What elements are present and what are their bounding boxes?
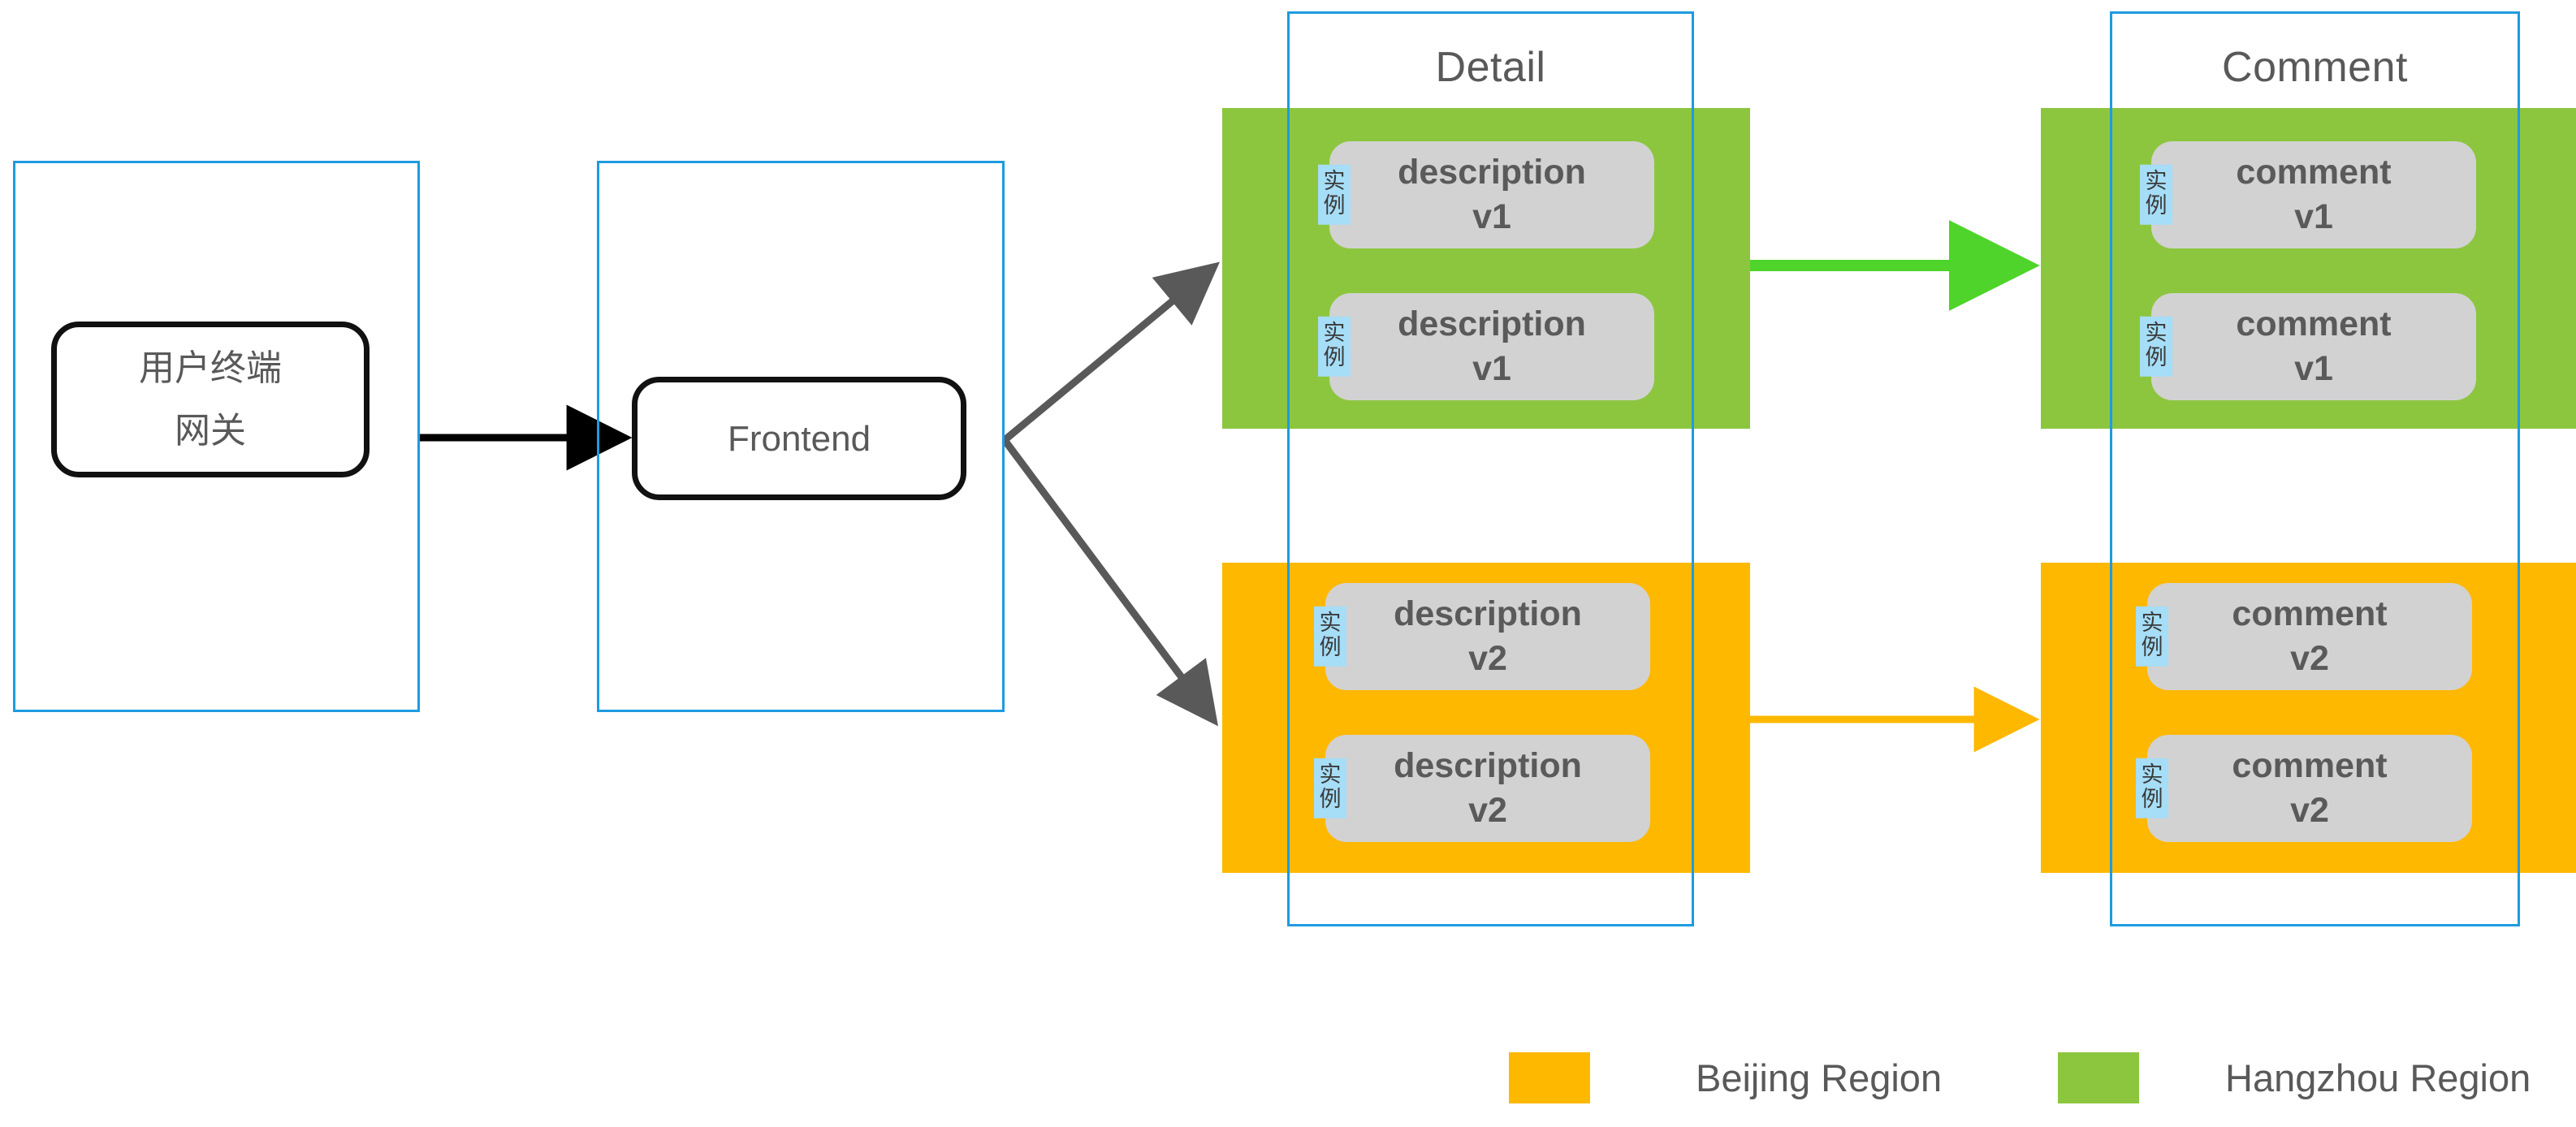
node-client-gateway-line2: 网关 (175, 411, 246, 451)
legend-label-beijing: Beijing Region (1696, 1056, 1943, 1099)
instance-badge-icon: 实例 (2140, 164, 2172, 226)
instance-card-label: description v2 (1394, 594, 1582, 678)
node-frontend[interactable]: Frontend (632, 377, 966, 500)
instance-card-detail-beijing-1[interactable]: 实例 description v2 (1314, 583, 1650, 690)
group-detail: Detail (1287, 11, 1694, 926)
instance-card-label: description v2 (1394, 745, 1582, 830)
instance-badge-icon: 实例 (1314, 758, 1346, 819)
group-detail-title: Detail (1435, 44, 1546, 91)
group-comment-title: Comment (2222, 44, 2408, 91)
instance-card-detail-beijing-2[interactable]: 实例 description v2 (1314, 735, 1650, 842)
group-frontend (597, 161, 1005, 712)
instance-card-label: comment v2 (2232, 594, 2388, 678)
legend-label-hangzhou: Hangzhou Region (2225, 1056, 2531, 1099)
instance-card-label: description v1 (1398, 304, 1586, 388)
instance-badge-icon: 实例 (1318, 164, 1351, 226)
instance-card-detail-hangzhou-2[interactable]: 实例 description v1 (1318, 293, 1654, 400)
instance-badge-icon: 实例 (2140, 316, 2172, 378)
node-client-gateway-line1: 用户终端 (139, 348, 282, 388)
instance-card-comment-hangzhou-1[interactable]: 实例 comment v1 (2140, 141, 2476, 248)
arrow-frontend-to-detail-beijing (1001, 438, 1218, 727)
group-comment: Comment (2110, 11, 2520, 926)
node-frontend-label: Frontend (727, 418, 871, 459)
group-client (13, 161, 420, 712)
instance-card-label: comment v2 (2232, 745, 2388, 830)
instance-badge-icon: 实例 (1318, 316, 1351, 378)
arrow-frontend-to-detail-hangzhou (1002, 261, 1221, 443)
instance-badge-icon: 实例 (1314, 606, 1346, 667)
instance-card-label: comment v1 (2236, 152, 2392, 236)
legend-swatch-hangzhou (2058, 1052, 2139, 1103)
instance-card-comment-hangzhou-2[interactable]: 实例 comment v1 (2140, 293, 2476, 400)
instance-card-detail-hangzhou-1[interactable]: 实例 description v1 (1318, 141, 1654, 248)
instance-card-label: comment v1 (2236, 304, 2392, 388)
instance-badge-icon: 实例 (2136, 606, 2168, 667)
instance-badge-icon: 实例 (2136, 758, 2168, 819)
instance-card-comment-beijing-1[interactable]: 实例 comment v2 (2136, 583, 2472, 690)
legend-swatch-beijing (1509, 1052, 1590, 1103)
instance-card-comment-beijing-2[interactable]: 实例 comment v2 (2136, 735, 2472, 842)
node-client-gateway[interactable]: 用户终端 网关 (51, 322, 370, 477)
instance-card-label: description v1 (1398, 152, 1586, 236)
